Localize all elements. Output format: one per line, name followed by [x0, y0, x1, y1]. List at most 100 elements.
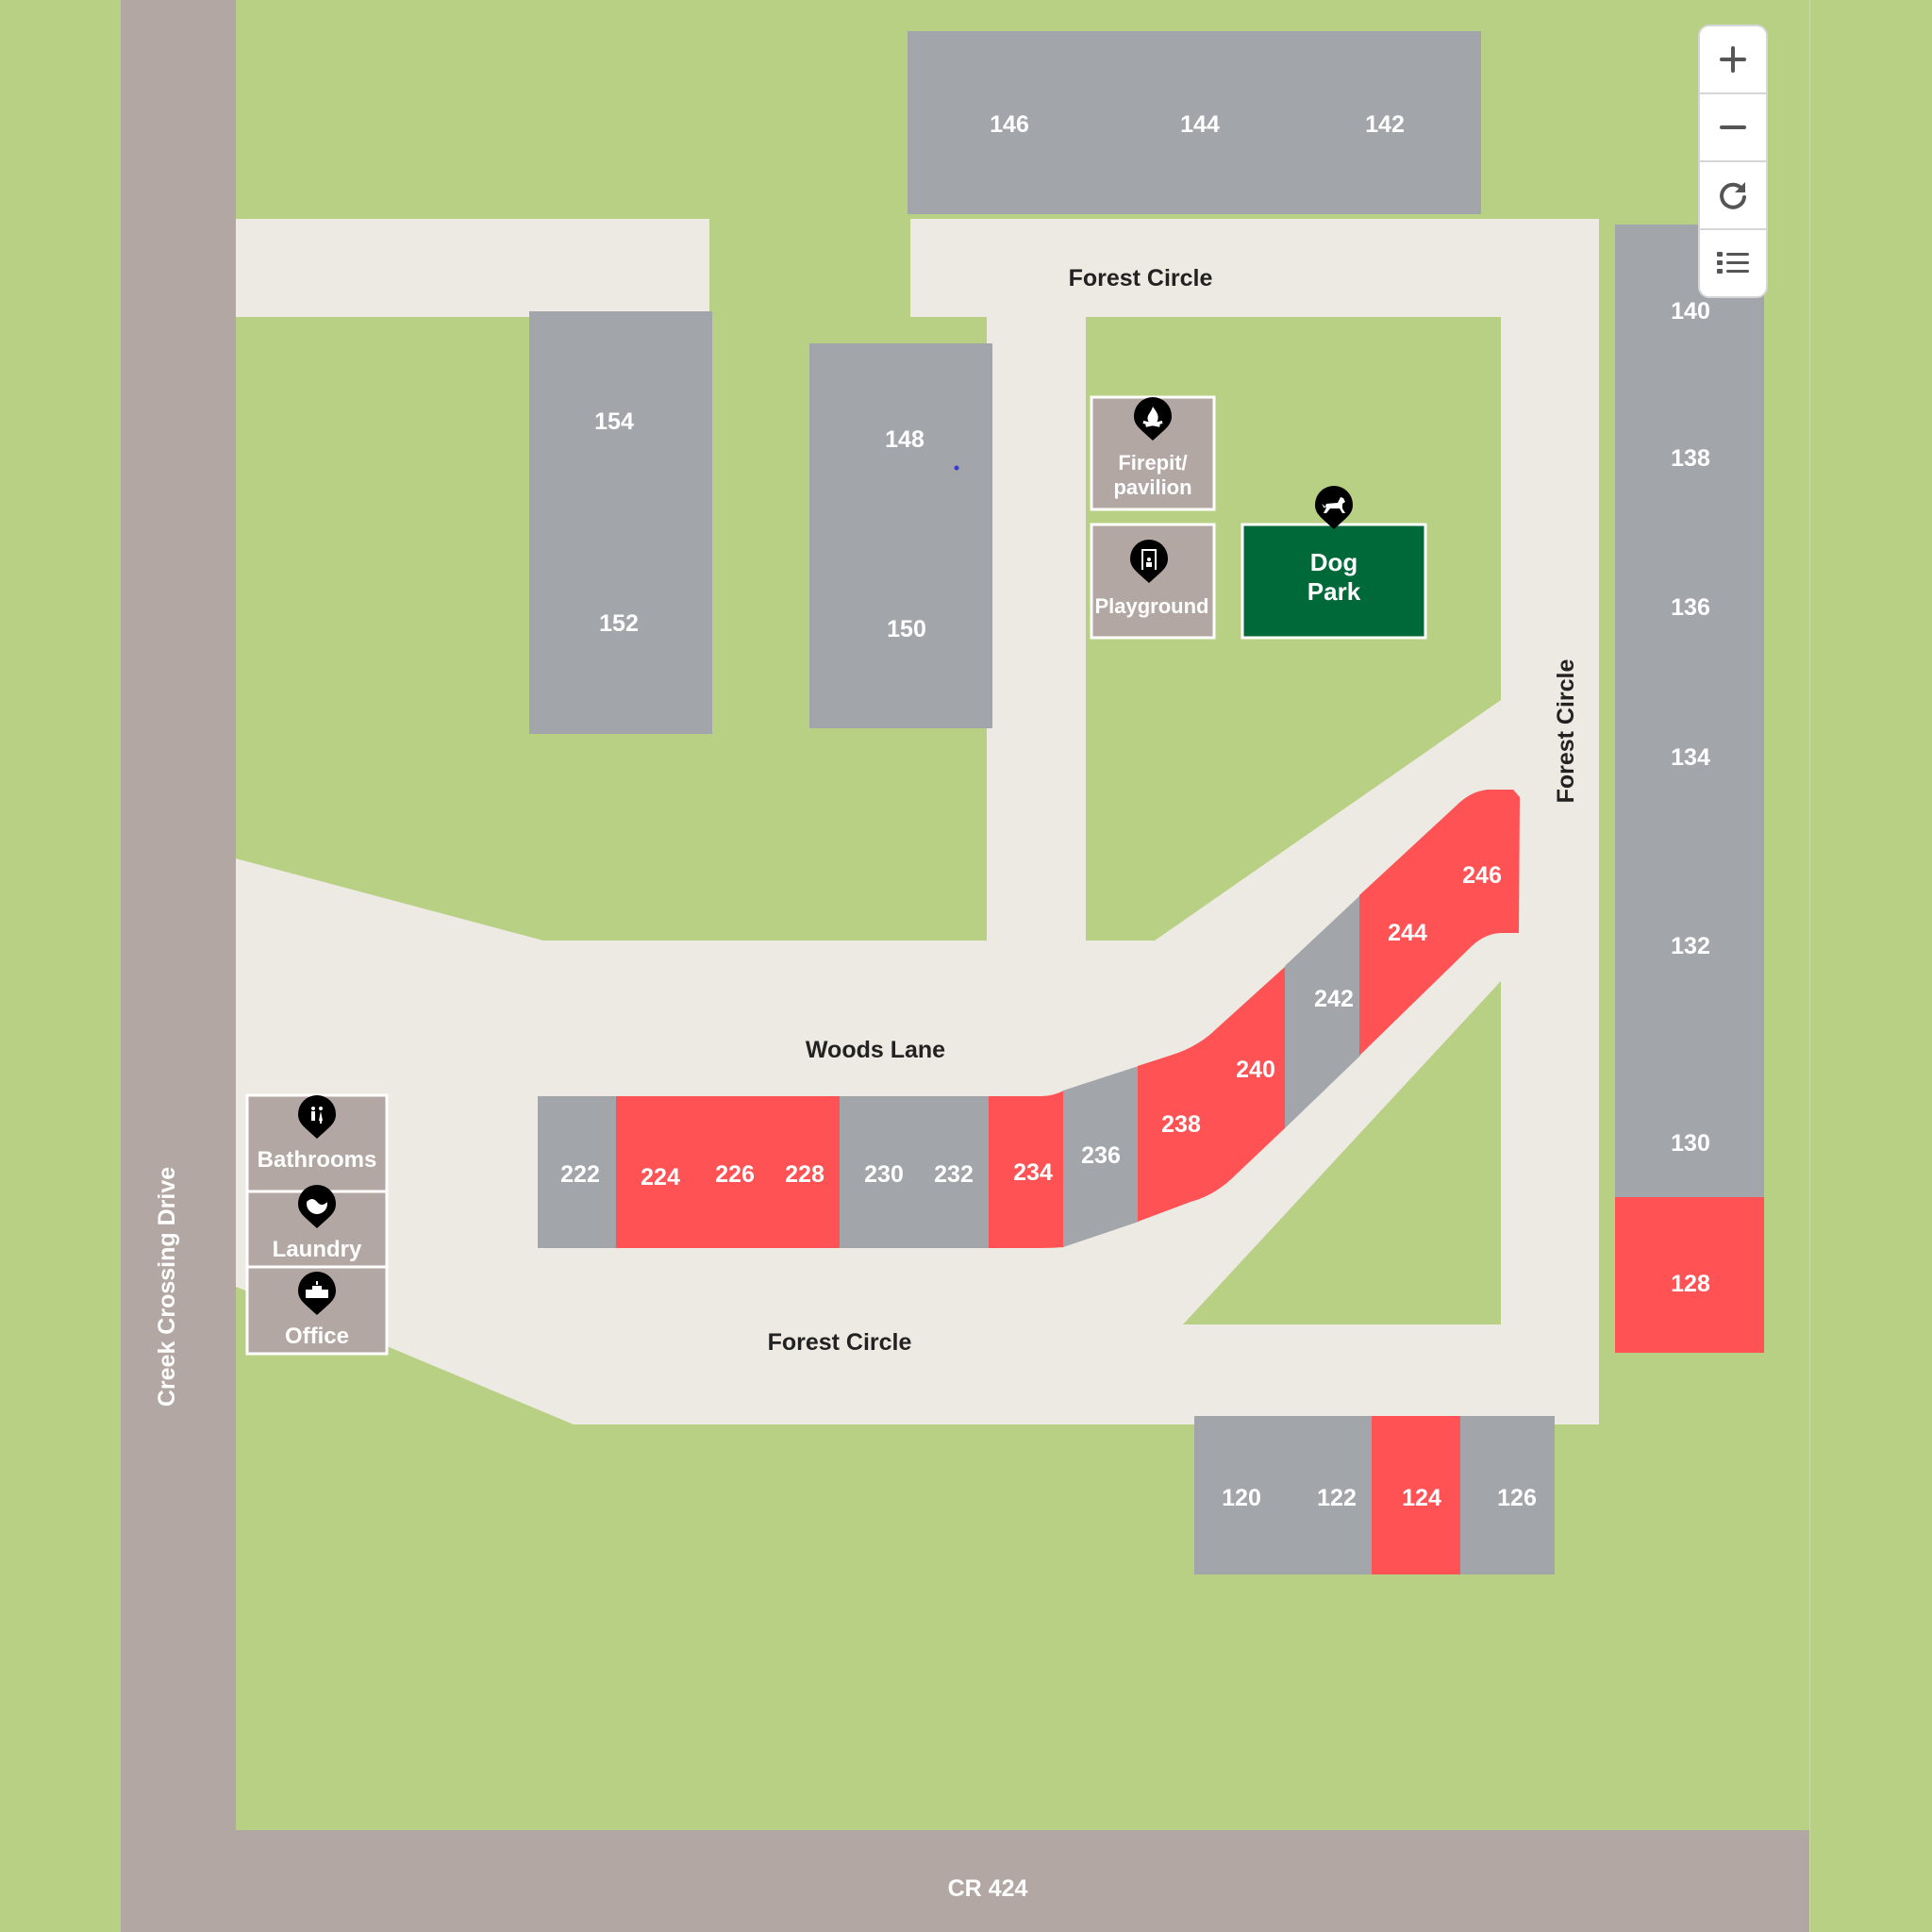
street-creek-crossing-drive [121, 0, 236, 1932]
unit-block-148-150 [809, 343, 992, 728]
list-icon [1717, 252, 1749, 274]
zoom-in-button[interactable] [1700, 26, 1766, 94]
unit-242[interactable]: 242 [1314, 986, 1354, 1012]
zoom-out-button[interactable] [1700, 94, 1766, 162]
unit-224-228-shape [616, 1096, 841, 1248]
unit-238[interactable]: 238 [1161, 1111, 1201, 1138]
unit-number: 244 [1388, 920, 1427, 946]
unit-number: 154 [594, 408, 634, 435]
building-146-142: 146 144 142 [908, 31, 1481, 214]
campfire-icon [1134, 397, 1172, 441]
map-controls [1700, 26, 1766, 296]
street-cr-424 [121, 1830, 1810, 1932]
road-west-spur [236, 219, 709, 317]
unit-number: 122 [1317, 1485, 1357, 1511]
unit-number: 242 [1314, 986, 1354, 1012]
amenity-firepit-pavilion[interactable]: Firepit/ pavilion [1090, 395, 1216, 511]
unit-122[interactable]: 122 [1317, 1485, 1357, 1511]
amenity-playground[interactable]: Playground [1090, 523, 1216, 640]
unit-136[interactable]: 136 [1671, 594, 1710, 621]
unit-124[interactable]: 124 [1402, 1485, 1441, 1511]
amenity-group-west: Bathrooms Laundry Office [245, 1093, 389, 1356]
unit-244-246-shape [1359, 790, 1520, 1056]
unit-230-232-shape [840, 1096, 990, 1248]
unit-number: 150 [887, 616, 926, 642]
unit-146[interactable]: 146 [990, 111, 1029, 138]
building-222-246: 222 224 226 228 230 232 234 236 238 240 … [538, 790, 1520, 1248]
minus-icon [1720, 125, 1746, 129]
reset-view-button[interactable] [1700, 162, 1766, 230]
unit-126[interactable]: 126 [1497, 1485, 1537, 1511]
unit-132[interactable]: 132 [1671, 933, 1710, 959]
unit-number: 128 [1671, 1271, 1710, 1297]
unit-number: 234 [1013, 1159, 1053, 1186]
unit-number: 142 [1365, 111, 1405, 138]
firepit-label-line2: pavilion [1113, 475, 1191, 499]
legend-list-button[interactable] [1700, 230, 1766, 296]
unit-234[interactable]: 234 [1013, 1159, 1053, 1186]
unit-240[interactable]: 240 [1236, 1057, 1275, 1083]
building-148-150: 148 150 [809, 343, 992, 728]
amenity-office[interactable]: Office [245, 1265, 389, 1356]
unit-number: 126 [1497, 1485, 1537, 1511]
dog-park-box [1241, 523, 1427, 640]
unit-222[interactable]: 222 [560, 1161, 600, 1188]
washing-machine-icon [298, 1185, 336, 1228]
unit-130[interactable]: 130 [1671, 1130, 1710, 1157]
unit-number: 230 [864, 1161, 904, 1188]
grass-island-triangle [1183, 1053, 1501, 1324]
unit-232[interactable]: 232 [934, 1161, 974, 1188]
street-label-cr-424: CR 424 [948, 1875, 1028, 1902]
dog-icon [1315, 486, 1353, 529]
road-label-woods-lane: Woods Lane [806, 1037, 945, 1063]
unit-number: 238 [1161, 1111, 1201, 1138]
building-140-128: 140 138 136 134 132 130 128 [1615, 225, 1764, 1353]
unit-number: 148 [885, 426, 924, 453]
street-label-creek-crossing-drive: Creek Crossing Drive [154, 1167, 180, 1407]
unit-134[interactable]: 134 [1671, 744, 1710, 771]
laundry-label: Laundry [273, 1237, 362, 1262]
road-label-forest-circle-top: Forest Circle [1069, 265, 1213, 291]
building-154-152: 154 152 [529, 311, 712, 734]
unit-124-shape [1372, 1416, 1460, 1574]
unit-number: 130 [1671, 1130, 1710, 1157]
road-label-forest-circle-south: Forest Circle [768, 1329, 912, 1356]
unit-number: 152 [599, 610, 639, 637]
unit-148[interactable]: 148 [885, 426, 924, 453]
unit-236[interactable]: 236 [1081, 1142, 1121, 1169]
office-label: Office [285, 1324, 349, 1349]
unit-number: 228 [785, 1161, 824, 1188]
unit-number: 236 [1081, 1142, 1121, 1169]
unit-142[interactable]: 142 [1365, 111, 1405, 138]
unit-226[interactable]: 226 [715, 1161, 755, 1188]
office-desk-icon [298, 1272, 336, 1315]
unit-number: 138 [1671, 445, 1710, 472]
amenity-bathrooms[interactable]: Bathrooms [245, 1093, 389, 1193]
unit-152[interactable]: 152 [599, 610, 639, 637]
plus-icon [1720, 46, 1746, 73]
unit-number: 240 [1236, 1057, 1275, 1083]
unit-150[interactable]: 150 [887, 616, 926, 642]
unit-230[interactable]: 230 [864, 1161, 904, 1188]
unit-246[interactable]: 246 [1462, 862, 1502, 889]
unit-228[interactable]: 228 [785, 1161, 824, 1188]
unit-242-shape [1285, 895, 1360, 1128]
unit-224[interactable]: 224 [641, 1164, 680, 1191]
unit-140[interactable]: 140 [1671, 298, 1710, 325]
unit-block-140-130 [1615, 225, 1764, 1198]
unit-number: 134 [1671, 744, 1710, 771]
road-label-forest-circle-east: Forest Circle [1553, 658, 1579, 803]
unit-244[interactable]: 244 [1388, 920, 1427, 946]
internal-roads [236, 219, 1599, 1424]
unit-138[interactable]: 138 [1671, 445, 1710, 472]
unit-128[interactable]: 128 [1671, 1271, 1710, 1297]
unit-154[interactable]: 154 [594, 408, 634, 435]
unit-block-146-142 [908, 31, 1481, 214]
unit-number: 246 [1462, 862, 1502, 889]
unit-144[interactable]: 144 [1180, 111, 1220, 138]
unit-120[interactable]: 120 [1222, 1485, 1261, 1511]
amenity-dog-park[interactable]: Dog Park [1241, 486, 1427, 640]
bathrooms-label: Bathrooms [258, 1147, 377, 1173]
amenity-laundry[interactable]: Laundry [245, 1185, 389, 1269]
